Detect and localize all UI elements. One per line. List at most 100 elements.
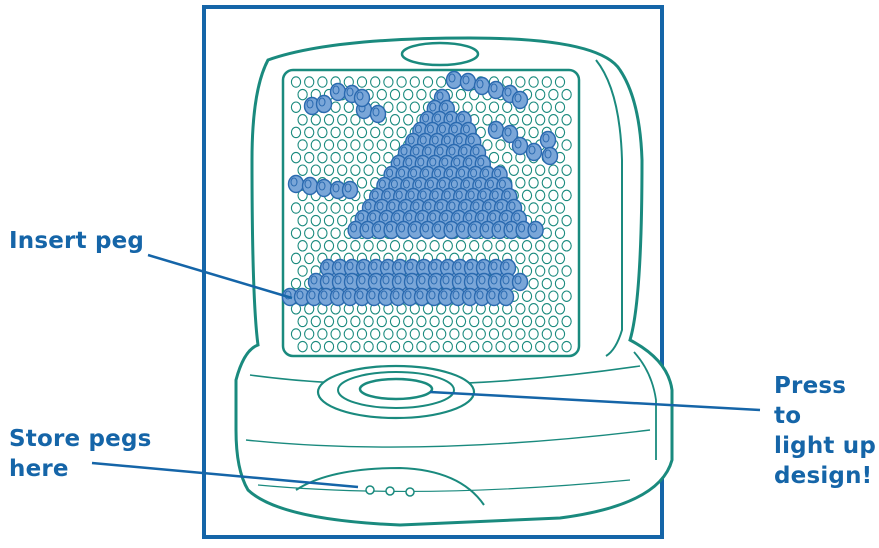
peg-hole [542, 203, 551, 213]
peg-hole [344, 152, 353, 162]
peg-hole [542, 102, 551, 112]
peg-hole [404, 89, 413, 99]
peg-hole [503, 102, 512, 112]
peg [489, 122, 504, 139]
peg-hole [324, 316, 333, 326]
peg-hole [344, 329, 353, 339]
peg-hole [390, 89, 399, 99]
peg-hole [430, 316, 439, 326]
insert-peg-label: Insert peg [9, 226, 144, 256]
peg-hole [364, 165, 373, 175]
peg-hole [371, 329, 380, 339]
peg-hole [305, 228, 314, 238]
peg-hole [555, 228, 564, 238]
peg [355, 90, 370, 107]
peg-hole [542, 77, 551, 87]
peg-hole [529, 178, 538, 188]
peg-hole [371, 152, 380, 162]
peg-hole [298, 341, 307, 351]
peg-hole [536, 266, 545, 276]
peg-hole [298, 241, 307, 251]
peg-hole [338, 241, 347, 251]
peg-hole [364, 140, 373, 150]
peg-hole [311, 341, 320, 351]
peg-hole [404, 115, 413, 125]
peg-hole [555, 127, 564, 137]
peg-hole [364, 241, 373, 251]
peg-hole [536, 190, 545, 200]
peg-hole [522, 165, 531, 175]
peg-hole [338, 115, 347, 125]
peg-hole [324, 215, 333, 225]
peg-hole [516, 304, 525, 314]
peg-hole [562, 115, 571, 125]
peg [371, 106, 386, 123]
peg-hole [536, 291, 545, 301]
peg-hole [357, 178, 366, 188]
peg-hole [331, 102, 340, 112]
peg [541, 132, 556, 149]
peg-hole [344, 127, 353, 137]
peg-hole [397, 102, 406, 112]
peg-hole [562, 316, 571, 326]
peg-hole [529, 329, 538, 339]
peg-hole [291, 203, 300, 213]
peg-hole [351, 140, 360, 150]
peg-hole [470, 316, 479, 326]
peg-hole [357, 329, 366, 339]
peg-hole [549, 341, 558, 351]
peg-hole [542, 278, 551, 288]
peg-hole [338, 316, 347, 326]
peg-hole [305, 152, 314, 162]
peg-hole [549, 316, 558, 326]
peg-hole [344, 102, 353, 112]
peg-hole [331, 228, 340, 238]
peg-hole [410, 77, 419, 87]
peg [303, 178, 318, 195]
peg-hole [522, 190, 531, 200]
peg-hole [496, 316, 505, 326]
peg [317, 180, 332, 197]
peg-hole [344, 203, 353, 213]
peg-hole [377, 89, 386, 99]
peg-hole [443, 241, 452, 251]
peg-hole [555, 203, 564, 213]
peg-hole [291, 77, 300, 87]
peg-hole [377, 241, 386, 251]
peg-hole [423, 77, 432, 87]
peg-hole [291, 253, 300, 263]
peg-hole [470, 341, 479, 351]
peg-hole [529, 253, 538, 263]
peg [331, 84, 346, 101]
peg-hole [324, 115, 333, 125]
peg-hole [536, 165, 545, 175]
peg-hole [536, 89, 545, 99]
peg-hole [509, 316, 518, 326]
peg [499, 289, 514, 306]
peg-hole [549, 266, 558, 276]
peg-hole [443, 341, 452, 351]
peg-hole [549, 241, 558, 251]
peg-hole [516, 329, 525, 339]
peg-hole [410, 102, 419, 112]
peg [513, 274, 528, 291]
peg-hole [456, 316, 465, 326]
peg-hole [305, 329, 314, 339]
peg [513, 92, 528, 109]
peg-hole [311, 140, 320, 150]
peg-hole [305, 77, 314, 87]
peg-hole [331, 203, 340, 213]
peg-hole [291, 127, 300, 137]
peg [489, 82, 504, 99]
peg-hole [483, 241, 492, 251]
peg [543, 148, 558, 165]
peg-hole [516, 77, 525, 87]
peg-hole [397, 127, 406, 137]
peg [527, 144, 542, 161]
peg-hole [311, 165, 320, 175]
peg-hole [377, 341, 386, 351]
peg-hole [516, 178, 525, 188]
peg-hole [509, 241, 518, 251]
peg-hole [305, 127, 314, 137]
peg-hole [483, 341, 492, 351]
